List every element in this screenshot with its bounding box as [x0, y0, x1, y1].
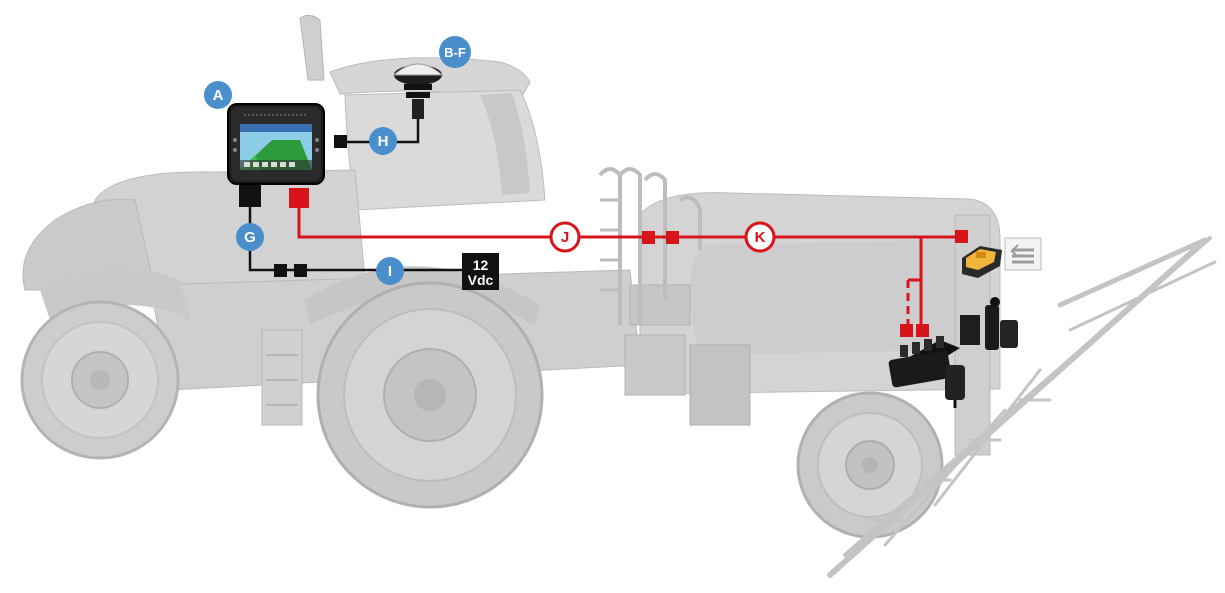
- cable-red-main: [297, 200, 965, 239]
- badge-j: J: [549, 221, 581, 253]
- sprayer-wheel: [796, 391, 944, 539]
- spray-boom: [827, 236, 1217, 578]
- badge-j-label: J: [561, 229, 569, 246]
- front-wheel: [20, 300, 180, 460]
- badge-i-label: I: [388, 263, 392, 280]
- boom-section-icon: [1004, 237, 1042, 271]
- connector-red-valve-2: [916, 324, 929, 337]
- badge-k-label: K: [755, 229, 766, 246]
- power-voltage-label: 12: [473, 257, 489, 273]
- connector-red-j: [642, 231, 655, 244]
- badge-h-label: H: [378, 133, 389, 150]
- red-cables: [297, 200, 965, 330]
- rear-wheel: [316, 281, 544, 509]
- valve-manifold[interactable]: [888, 297, 1018, 408]
- badge-k: K: [744, 221, 776, 253]
- badge-bf-label: B-F: [444, 45, 466, 60]
- connector-red-controller: [955, 230, 968, 243]
- connector-red-display: [289, 188, 309, 208]
- badge-a-label: A: [213, 87, 224, 104]
- badge-h: H: [369, 127, 397, 155]
- black-connectors: [239, 135, 347, 277]
- rate-controller[interactable]: [962, 246, 1002, 278]
- badge-a: A: [204, 81, 232, 109]
- badge-bf: B-F: [439, 36, 471, 68]
- gps-antenna[interactable]: [392, 63, 444, 119]
- badge-g: G: [236, 223, 264, 251]
- red-connectors: [289, 188, 968, 337]
- display-terminal[interactable]: [227, 103, 325, 185]
- cable-gps: [345, 100, 420, 144]
- connector-i-1: [274, 264, 287, 277]
- badge-i: I: [376, 257, 404, 285]
- connector-red-valve-1: [900, 324, 913, 337]
- connector-i-2: [294, 264, 307, 277]
- power-supply-badge: 12 Vdc: [462, 253, 499, 290]
- badge-g-label: G: [244, 229, 256, 246]
- power-unit-label: Vdc: [468, 272, 494, 288]
- connector-red-k: [666, 231, 679, 244]
- tractor-sprayer-illustration: [20, 14, 1217, 578]
- connector-h: [334, 135, 347, 148]
- connector-g-top: [239, 185, 261, 207]
